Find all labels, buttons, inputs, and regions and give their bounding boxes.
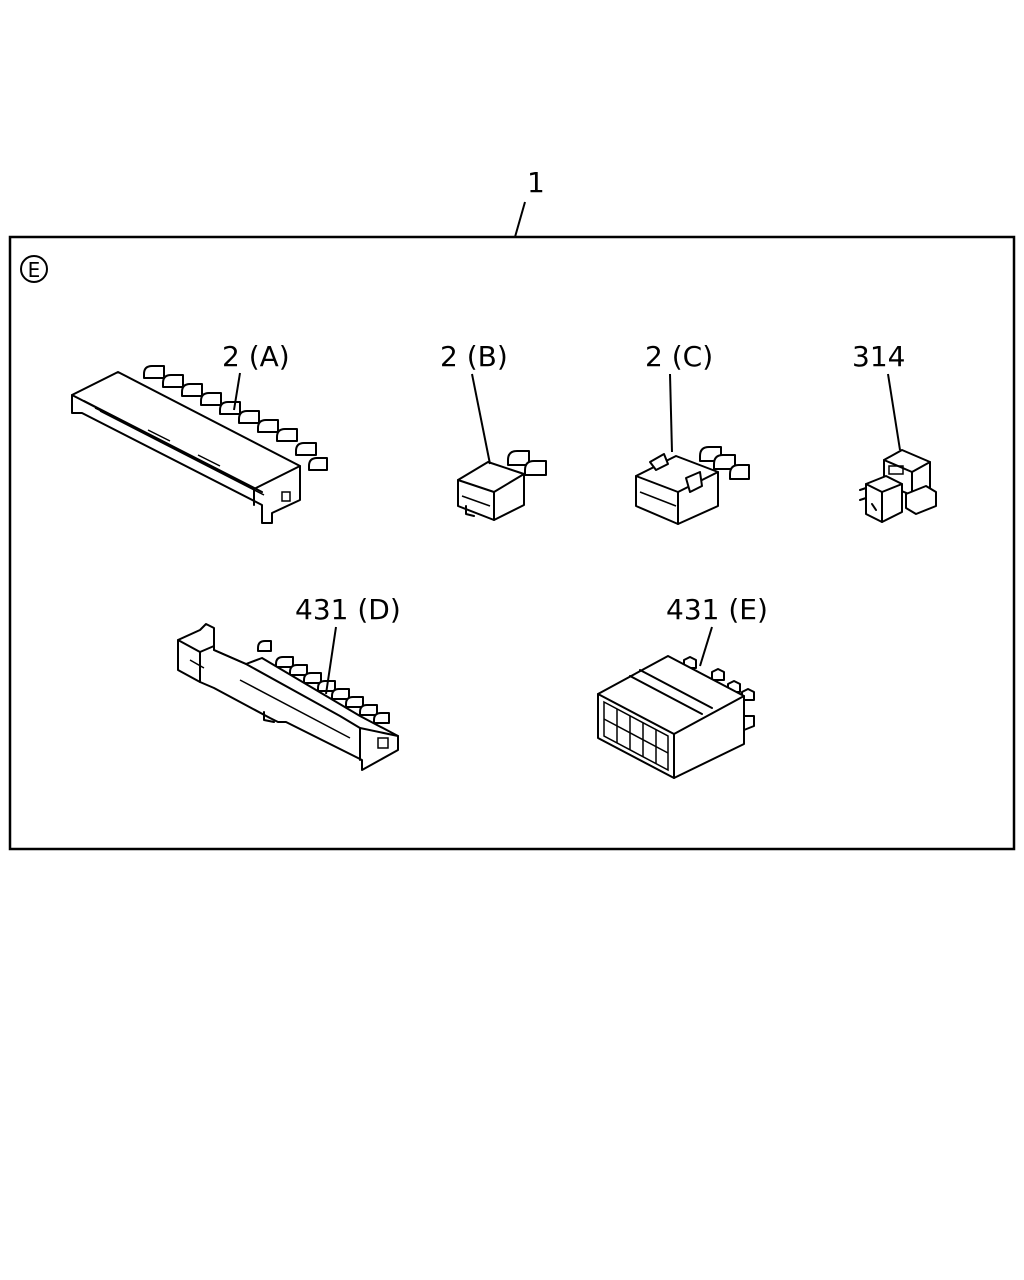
part-314-leader [887,373,901,451]
part-2b-label: 2 (B) [440,340,508,373]
part-431d-label: 431 (D) [295,593,401,626]
part-2c-connector [635,446,750,525]
part-2a-pins [143,365,328,471]
part-431d-pins [257,640,390,724]
part-431d-leader [325,626,337,695]
svg-text:E: E [28,258,41,282]
assembly-number: 1 [527,166,545,199]
part-431e-label: 431 (E) [666,593,768,626]
part-2a-leader [233,372,241,411]
part-314-connector [859,449,937,523]
part-2a-label: 2 (A) [222,340,290,373]
part-2c-leader [669,373,673,453]
part-431e-connector [597,655,755,779]
assembly-leader [514,201,526,238]
part-2b-leader [471,373,491,465]
part-431d-connector [177,623,399,771]
part-431e-leader [699,626,713,667]
part-314-label: 314 [852,340,905,373]
part-2b-connector [457,450,547,521]
assembly-frame [8,235,1016,851]
part-431e-cavities [603,700,669,772]
part-2a-connector [71,365,328,524]
view-marker: E [20,255,48,283]
part-2c-label: 2 (C) [645,340,713,373]
